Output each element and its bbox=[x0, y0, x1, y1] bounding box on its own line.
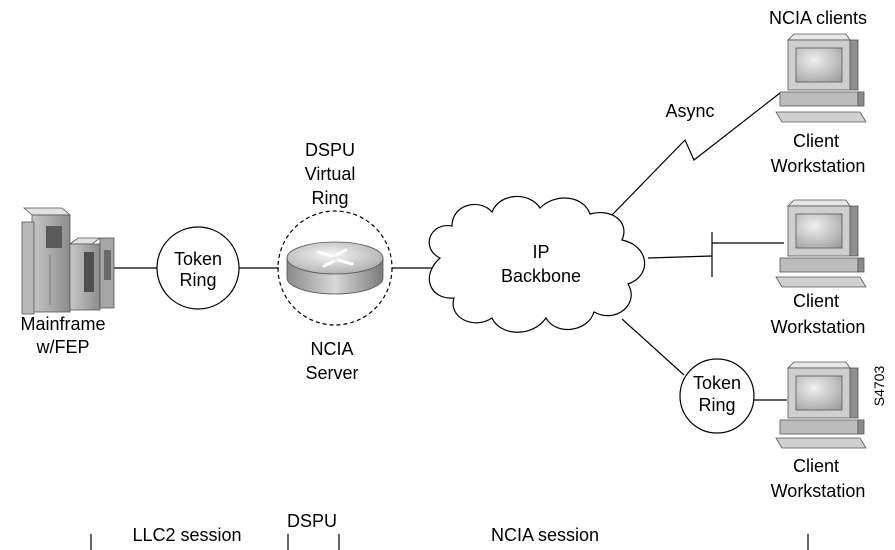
connection-lines bbox=[114, 92, 787, 401]
dspu-virtual-ring-icon bbox=[277, 210, 393, 326]
token-ring-left-line2: Ring bbox=[179, 270, 216, 290]
ncia-server-line2: Server bbox=[305, 363, 358, 383]
figure-id: S4703 bbox=[871, 366, 887, 407]
workstation-2-line1: Client bbox=[793, 291, 839, 311]
mainframe-label-line1: Mainframe bbox=[20, 314, 105, 334]
dspu-top-line3: Ring bbox=[311, 188, 348, 208]
token-ring-left-icon bbox=[156, 226, 240, 310]
workstation-3-line2: Workstation bbox=[771, 481, 866, 501]
dspu-top-line1: DSPU bbox=[305, 140, 355, 160]
session-tick-marks bbox=[90, 534, 809, 550]
workstation-1-line1: Client bbox=[793, 131, 839, 151]
client-workstation-2-icon bbox=[775, 199, 867, 288]
ncia-clients-label: NCIA clients bbox=[769, 8, 867, 28]
token-ring-right-icon bbox=[679, 358, 755, 434]
dspu-session-label: DSPU bbox=[287, 511, 337, 531]
router-icon bbox=[286, 241, 384, 295]
mainframe-label-line2: w/FEP bbox=[35, 337, 89, 357]
ncia-server-line1: NCIA bbox=[310, 339, 353, 359]
workstation-3-line1: Client bbox=[793, 456, 839, 476]
async-label: Async bbox=[665, 101, 714, 121]
client-workstation-3-icon bbox=[775, 361, 867, 449]
token-ring-right-line2: Ring bbox=[698, 395, 735, 415]
workstation-1-line2: Workstation bbox=[771, 156, 866, 176]
ip-backbone-cloud-icon bbox=[428, 195, 646, 333]
client-workstation-1-icon bbox=[775, 33, 867, 123]
async-link bbox=[611, 92, 781, 216]
link-cloud-tokenring-right bbox=[621, 318, 685, 376]
workstation-2-line2: Workstation bbox=[771, 317, 866, 337]
token-ring-right-line1: Token bbox=[693, 373, 741, 393]
token-ring-left-line1: Token bbox=[174, 249, 222, 269]
dspu-top-line2: Virtual bbox=[305, 164, 356, 184]
ncia-session-label: NCIA session bbox=[491, 525, 599, 545]
llc2-session-label: LLC2 session bbox=[132, 525, 241, 545]
cloud-label-line1: IP bbox=[532, 242, 549, 262]
cloud-label-line2: Backbone bbox=[501, 266, 581, 286]
mainframe-icon bbox=[21, 207, 115, 315]
link-cloud-bus bbox=[647, 255, 713, 259]
